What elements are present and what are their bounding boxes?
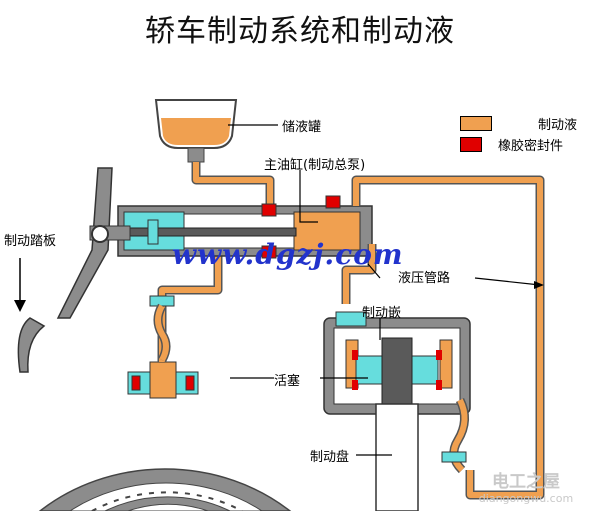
site-logo: 电工之屋 diangongwu.com bbox=[466, 467, 586, 505]
brake-pedal bbox=[14, 167, 131, 373]
label-pedal: 制动踏板 bbox=[4, 234, 57, 249]
legend-seal-swatch bbox=[460, 137, 482, 152]
legend-fluid-label: 制动液 bbox=[538, 118, 578, 133]
diagram-title: 轿车制动系统和制动液 bbox=[145, 14, 455, 49]
label-master-cylinder: 主油缸(制动总泵) bbox=[264, 158, 366, 173]
legend-fluid-swatch bbox=[460, 116, 492, 131]
legend-seal: 橡胶密封件 bbox=[460, 135, 563, 154]
logo-url: diangongwu.com bbox=[478, 492, 574, 505]
legend-seal-label: 橡胶密封件 bbox=[498, 139, 564, 154]
label-pipeline: 液压管路 bbox=[398, 271, 451, 286]
fluid-reservoir bbox=[154, 99, 275, 205]
drum-brake bbox=[38, 361, 292, 511]
label-piston: 活塞 bbox=[274, 374, 301, 389]
label-reservoir: 储液罐 bbox=[282, 120, 322, 135]
master-cylinder bbox=[117, 195, 373, 259]
logo-name: 电工之屋 bbox=[492, 472, 560, 492]
legend-fluid: 制动液 bbox=[460, 114, 577, 133]
label-caliper: 制动嵌 bbox=[362, 306, 402, 321]
label-disc: 制动盘 bbox=[310, 450, 350, 465]
watermark-url: www.dgzj.com bbox=[172, 238, 404, 271]
leader-lines bbox=[228, 124, 544, 456]
drum-brake-line bbox=[149, 255, 223, 363]
disc-caliper bbox=[323, 311, 471, 511]
hydraulic-line bbox=[341, 175, 545, 500]
